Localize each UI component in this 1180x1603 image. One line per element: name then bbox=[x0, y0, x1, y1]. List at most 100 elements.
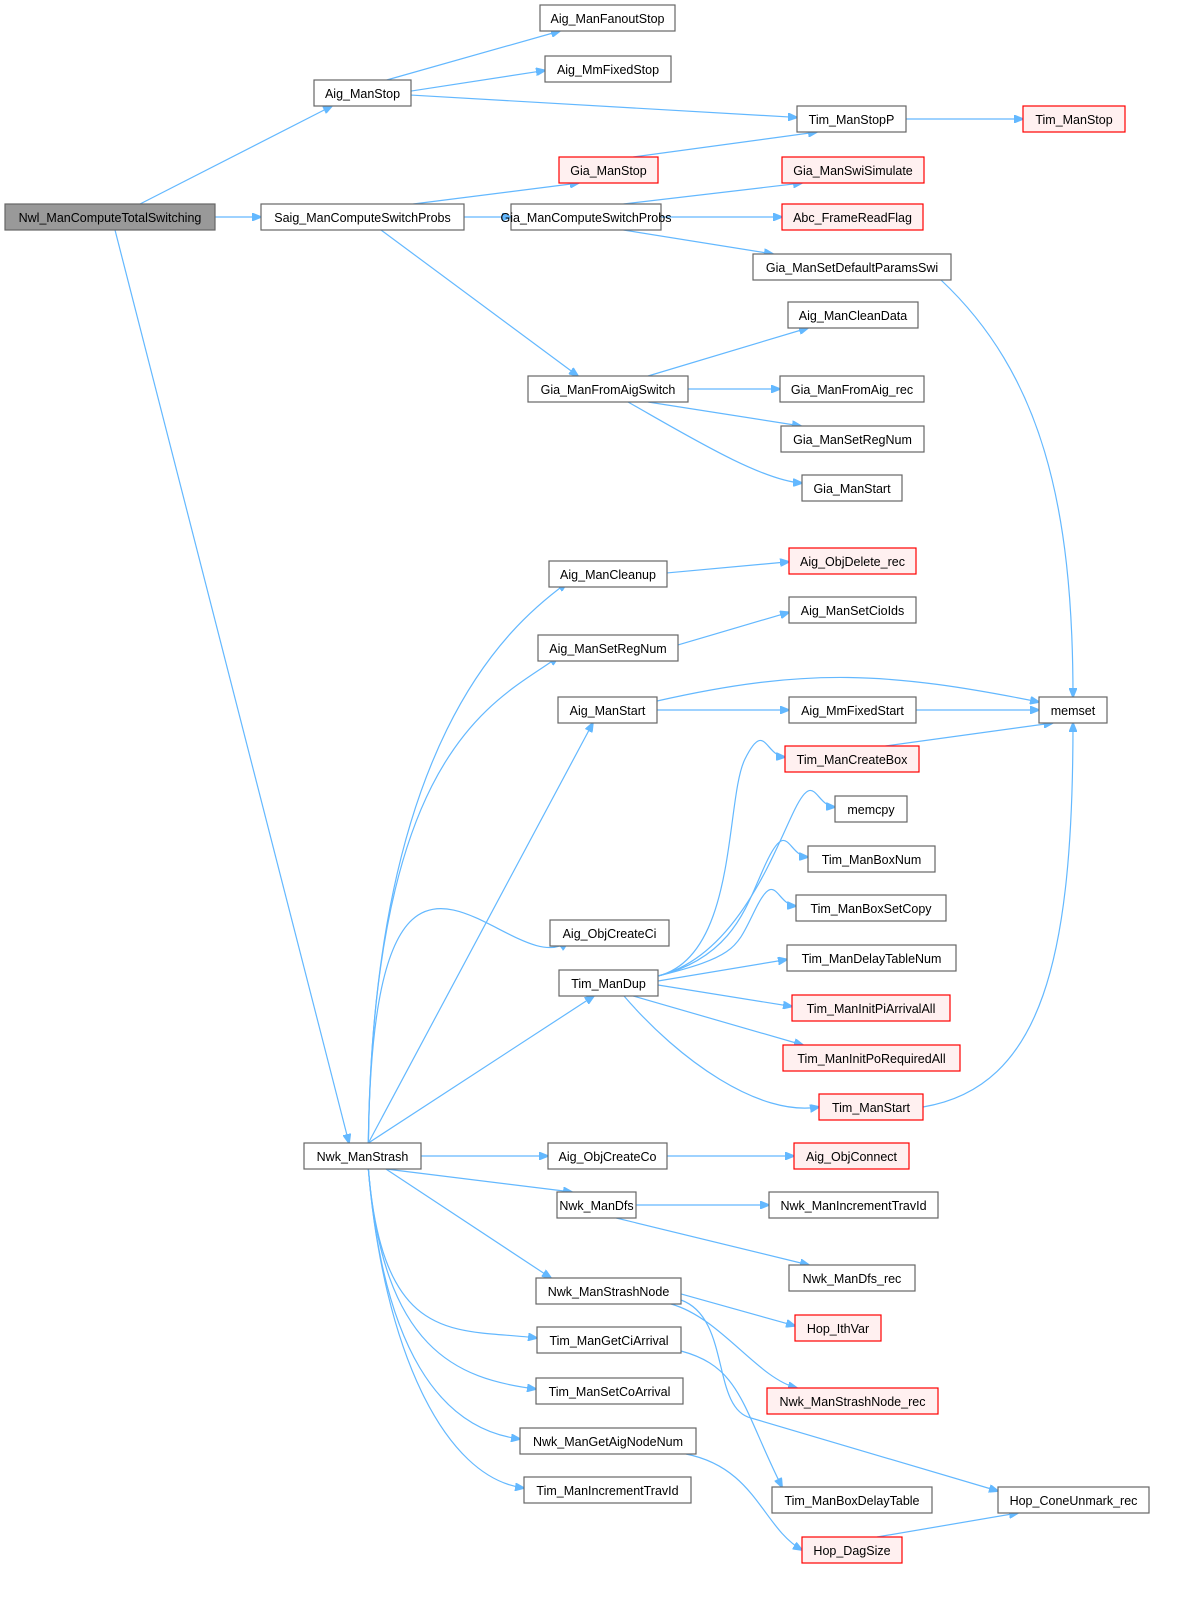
node-hop-dagsize[interactable]: Hop_DagSize bbox=[801, 1536, 903, 1564]
node-memset[interactable]: memset bbox=[1038, 696, 1108, 724]
node-gia-manfromaig-rec[interactable]: Gia_ManFromAig_rec bbox=[779, 375, 925, 403]
node-box[interactable] bbox=[510, 203, 662, 231]
node-box[interactable] bbox=[997, 1486, 1150, 1514]
node-nwk-manstrash[interactable]: Nwk_ManStrash bbox=[303, 1142, 422, 1170]
node-tim-mangetciarrival[interactable]: Tim_ManGetCiArrival bbox=[536, 1326, 682, 1354]
node-tim-manboxdelaytable[interactable]: Tim_ManBoxDelayTable bbox=[771, 1486, 933, 1514]
node-tim-manstart[interactable]: Tim_ManStart bbox=[818, 1093, 924, 1121]
node-box[interactable] bbox=[536, 1326, 682, 1354]
node-aig-mansetregnum[interactable]: Aig_ManSetRegNum bbox=[537, 634, 679, 662]
node-nwk-manstrashnode-rec[interactable]: Nwk_ManStrashNode_rec bbox=[766, 1387, 939, 1415]
node-aig-mmfixedstop[interactable]: Aig_MmFixedStop bbox=[544, 55, 672, 83]
node-box[interactable] bbox=[544, 55, 672, 83]
node-box[interactable] bbox=[4, 203, 216, 231]
node-aig-manstart[interactable]: Aig_ManStart bbox=[557, 696, 658, 724]
node-aig-manstop[interactable]: Aig_ManStop bbox=[313, 79, 412, 107]
node-box[interactable] bbox=[558, 969, 659, 997]
node-box[interactable] bbox=[786, 944, 957, 972]
node-nwk-manincrementtravid[interactable]: Nwk_ManIncrementTravId bbox=[768, 1191, 939, 1219]
node-box[interactable] bbox=[260, 203, 465, 231]
node-box[interactable] bbox=[796, 105, 907, 133]
node-box[interactable] bbox=[303, 1142, 422, 1170]
node-tim-mansetcoarrival[interactable]: Tim_ManSetCoArrival bbox=[535, 1377, 684, 1405]
node-box[interactable] bbox=[779, 375, 925, 403]
node-abc-framereadflag[interactable]: Abc_FrameReadFlag bbox=[781, 203, 924, 231]
node-aig-mancleanup[interactable]: Aig_ManCleanup bbox=[548, 560, 668, 588]
node-box[interactable] bbox=[766, 1387, 939, 1415]
node-box[interactable] bbox=[557, 696, 658, 724]
node-box[interactable] bbox=[1038, 696, 1108, 724]
node-gia-mansetregnum[interactable]: Gia_ManSetRegNum bbox=[780, 425, 925, 453]
node-box[interactable] bbox=[752, 253, 952, 281]
node-tim-manboxnum[interactable]: Tim_ManBoxNum bbox=[807, 845, 936, 873]
node-box[interactable] bbox=[548, 560, 668, 588]
node-box[interactable] bbox=[788, 596, 917, 624]
node-box[interactable] bbox=[523, 1476, 692, 1504]
node-nwk-mangetaignodenum[interactable]: Nwk_ManGetAigNodeNum bbox=[519, 1427, 697, 1455]
node-box[interactable] bbox=[537, 634, 679, 662]
node-aig-mancleandata[interactable]: Aig_ManCleanData bbox=[787, 301, 919, 329]
node-aig-objconnect[interactable]: Aig_ObjConnect bbox=[793, 1142, 910, 1170]
node-tim-mandup[interactable]: Tim_ManDup bbox=[558, 969, 659, 997]
node-aig-manfanoutstop[interactable]: Aig_ManFanoutStop bbox=[539, 4, 676, 32]
node-box[interactable] bbox=[535, 1277, 682, 1305]
node-box[interactable] bbox=[834, 795, 908, 823]
node-box[interactable] bbox=[818, 1093, 924, 1121]
node-gia-mansetdefaultparamsswi[interactable]: Gia_ManSetDefaultParamsSwi bbox=[752, 253, 952, 281]
node-hop-ithvar[interactable]: Hop_IthVar bbox=[794, 1314, 882, 1342]
node-box[interactable] bbox=[794, 1314, 882, 1342]
node-nwk-manstrashnode[interactable]: Nwk_ManStrashNode bbox=[535, 1277, 682, 1305]
node-box[interactable] bbox=[768, 1191, 939, 1219]
node-box[interactable] bbox=[791, 994, 951, 1022]
node-box[interactable] bbox=[807, 845, 936, 873]
node-box[interactable] bbox=[788, 696, 917, 724]
node-box[interactable] bbox=[547, 1142, 668, 1170]
node-gia-manstart[interactable]: Gia_ManStart bbox=[801, 474, 903, 502]
node-box[interactable] bbox=[781, 156, 925, 184]
node-box[interactable] bbox=[793, 1142, 910, 1170]
node-box[interactable] bbox=[549, 919, 670, 947]
node-aig-mmfixedstart[interactable]: Aig_MmFixedStart bbox=[788, 696, 917, 724]
node-box[interactable] bbox=[771, 1486, 933, 1514]
node-box[interactable] bbox=[782, 1044, 961, 1072]
node-gia-manstop[interactable]: Gia_ManStop bbox=[558, 156, 659, 184]
node-box[interactable] bbox=[1022, 105, 1126, 133]
node-tim-maninitpiarrivalall[interactable]: Tim_ManInitPiArrivalAll bbox=[791, 994, 951, 1022]
node-box[interactable] bbox=[527, 375, 689, 403]
node-box[interactable] bbox=[519, 1427, 697, 1455]
node-box[interactable] bbox=[788, 1264, 916, 1292]
node-gia-mancomputeswitchprobs[interactable]: Gia_ManComputeSwitchProbs bbox=[501, 203, 672, 231]
node-tim-manboxsetcopy[interactable]: Tim_ManBoxSetCopy bbox=[795, 894, 947, 922]
node-box[interactable] bbox=[787, 301, 919, 329]
node-box[interactable] bbox=[556, 1191, 637, 1219]
node-aig-mansetcioids[interactable]: Aig_ManSetCioIds bbox=[788, 596, 917, 624]
node-root[interactable]: Nwl_ManComputeTotalSwitching bbox=[4, 203, 216, 231]
node-box[interactable] bbox=[558, 156, 659, 184]
node-nwk-mandfs[interactable]: Nwk_ManDfs bbox=[556, 1191, 637, 1219]
node-tim-mandelaytablenum[interactable]: Tim_ManDelayTableNum bbox=[786, 944, 957, 972]
node-tim-manincrementtravid[interactable]: Tim_ManIncrementTravId bbox=[523, 1476, 692, 1504]
node-box[interactable] bbox=[539, 4, 676, 32]
node-tim-manstopp[interactable]: Tim_ManStopP bbox=[796, 105, 907, 133]
node-box[interactable] bbox=[313, 79, 412, 107]
node-hop-coneunmark-rec[interactable]: Hop_ConeUnmark_rec bbox=[997, 1486, 1150, 1514]
node-box[interactable] bbox=[801, 1536, 903, 1564]
node-box[interactable] bbox=[781, 203, 924, 231]
node-box[interactable] bbox=[535, 1377, 684, 1405]
node-gia-manfromaigswitch[interactable]: Gia_ManFromAigSwitch bbox=[527, 375, 689, 403]
node-tim-mancreatebox[interactable]: Tim_ManCreateBox bbox=[784, 745, 920, 773]
node-box[interactable] bbox=[784, 745, 920, 773]
node-box[interactable] bbox=[788, 547, 917, 575]
node-aig-objdelete-rec[interactable]: Aig_ObjDelete_rec bbox=[788, 547, 917, 575]
node-box[interactable] bbox=[795, 894, 947, 922]
node-gia-manswisimulate[interactable]: Gia_ManSwiSimulate bbox=[781, 156, 925, 184]
node-box[interactable] bbox=[780, 425, 925, 453]
node-aig-objcreateco[interactable]: Aig_ObjCreateCo bbox=[547, 1142, 668, 1170]
node-aig-objcreateci[interactable]: Aig_ObjCreateCi bbox=[549, 919, 670, 947]
node-saig-mancomputeswitchprobs[interactable]: Saig_ManComputeSwitchProbs bbox=[260, 203, 465, 231]
node-memcpy[interactable]: memcpy bbox=[834, 795, 908, 823]
node-box[interactable] bbox=[801, 474, 903, 502]
node-nwk-mandfs-rec[interactable]: Nwk_ManDfs_rec bbox=[788, 1264, 916, 1292]
node-tim-manstop[interactable]: Tim_ManStop bbox=[1022, 105, 1126, 133]
node-tim-maninitporequiredall[interactable]: Tim_ManInitPoRequiredAll bbox=[782, 1044, 961, 1072]
